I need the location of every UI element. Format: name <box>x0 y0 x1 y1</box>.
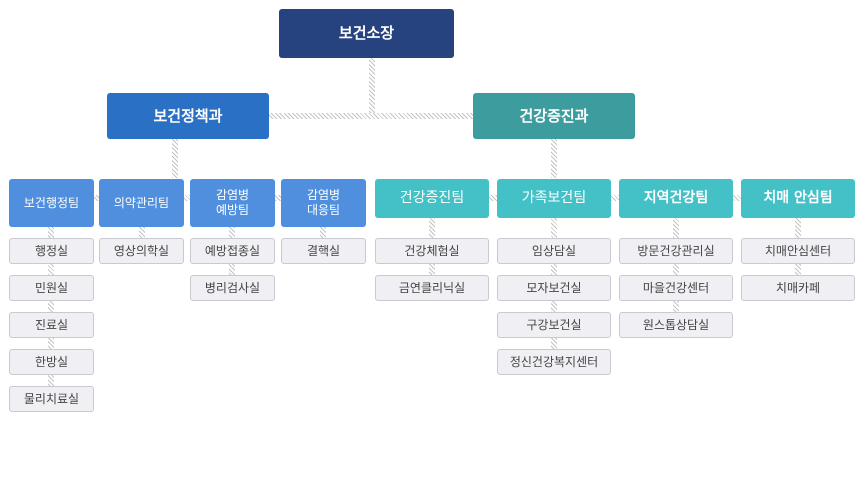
unit-health-experience: 건강체험실 <box>375 238 489 264</box>
team-admin: 보건행정팀 <box>9 179 94 227</box>
unit-civil-affairs: 민원실 <box>9 275 94 301</box>
unit-dementia-center: 치매안심센터 <box>741 238 855 264</box>
team-infection-prevention: 감염병 예방팀 <box>190 179 275 227</box>
connector-promotion-down <box>551 138 557 178</box>
connector-promotion-teams <box>488 195 742 201</box>
unit-pathology: 병리검사실 <box>190 275 275 301</box>
connector-director-down <box>369 58 375 116</box>
promotion-division-box: 건강증진과 <box>473 93 635 139</box>
connector-policy-down <box>172 138 178 178</box>
unit-oriental-medicine: 한방실 <box>9 349 94 375</box>
unit-admin-office: 행정실 <box>9 238 94 264</box>
unit-pregnancy-counseling: 임상담실 <box>497 238 611 264</box>
unit-vaccination: 예방접종실 <box>190 238 275 264</box>
unit-one-stop-counseling: 원스톱상담실 <box>619 312 733 338</box>
policy-division-box: 보건정책과 <box>107 93 269 139</box>
unit-mental-health-center: 정신건강복지센터 <box>497 349 611 375</box>
unit-oral-health: 구강보건실 <box>497 312 611 338</box>
unit-dementia-cafe: 치매카페 <box>741 275 855 301</box>
unit-village-health-center: 마을건강센터 <box>619 275 733 301</box>
connector-team-1 <box>48 226 54 389</box>
unit-tuberculosis: 결핵실 <box>281 238 366 264</box>
unit-smoking-cessation: 금연클리닉실 <box>375 275 489 301</box>
unit-clinic: 진료실 <box>9 312 94 338</box>
team-dementia-care: 치매 안심팀 <box>741 179 855 218</box>
team-family-health: 가족보건팀 <box>497 179 611 218</box>
team-health-promotion: 건강증진팀 <box>375 179 489 218</box>
director-box: 보건소장 <box>279 9 454 58</box>
connector-policy-teams <box>93 195 283 201</box>
unit-home-visit-health: 방문건강관리실 <box>619 238 733 264</box>
team-infection-response: 감염병 대응팀 <box>281 179 366 227</box>
unit-physical-therapy: 물리치료실 <box>9 386 94 412</box>
unit-maternal-child-health: 모자보건실 <box>497 275 611 301</box>
connector-team-4 <box>320 226 326 240</box>
connector-team-7 <box>673 217 679 314</box>
connector-divisions-horizontal <box>268 113 474 119</box>
team-medical-management: 의약관리팀 <box>99 179 184 227</box>
unit-radiology: 영상의학실 <box>99 238 184 264</box>
connector-team-2 <box>139 226 145 240</box>
team-community-health: 지역건강팀 <box>619 179 733 218</box>
